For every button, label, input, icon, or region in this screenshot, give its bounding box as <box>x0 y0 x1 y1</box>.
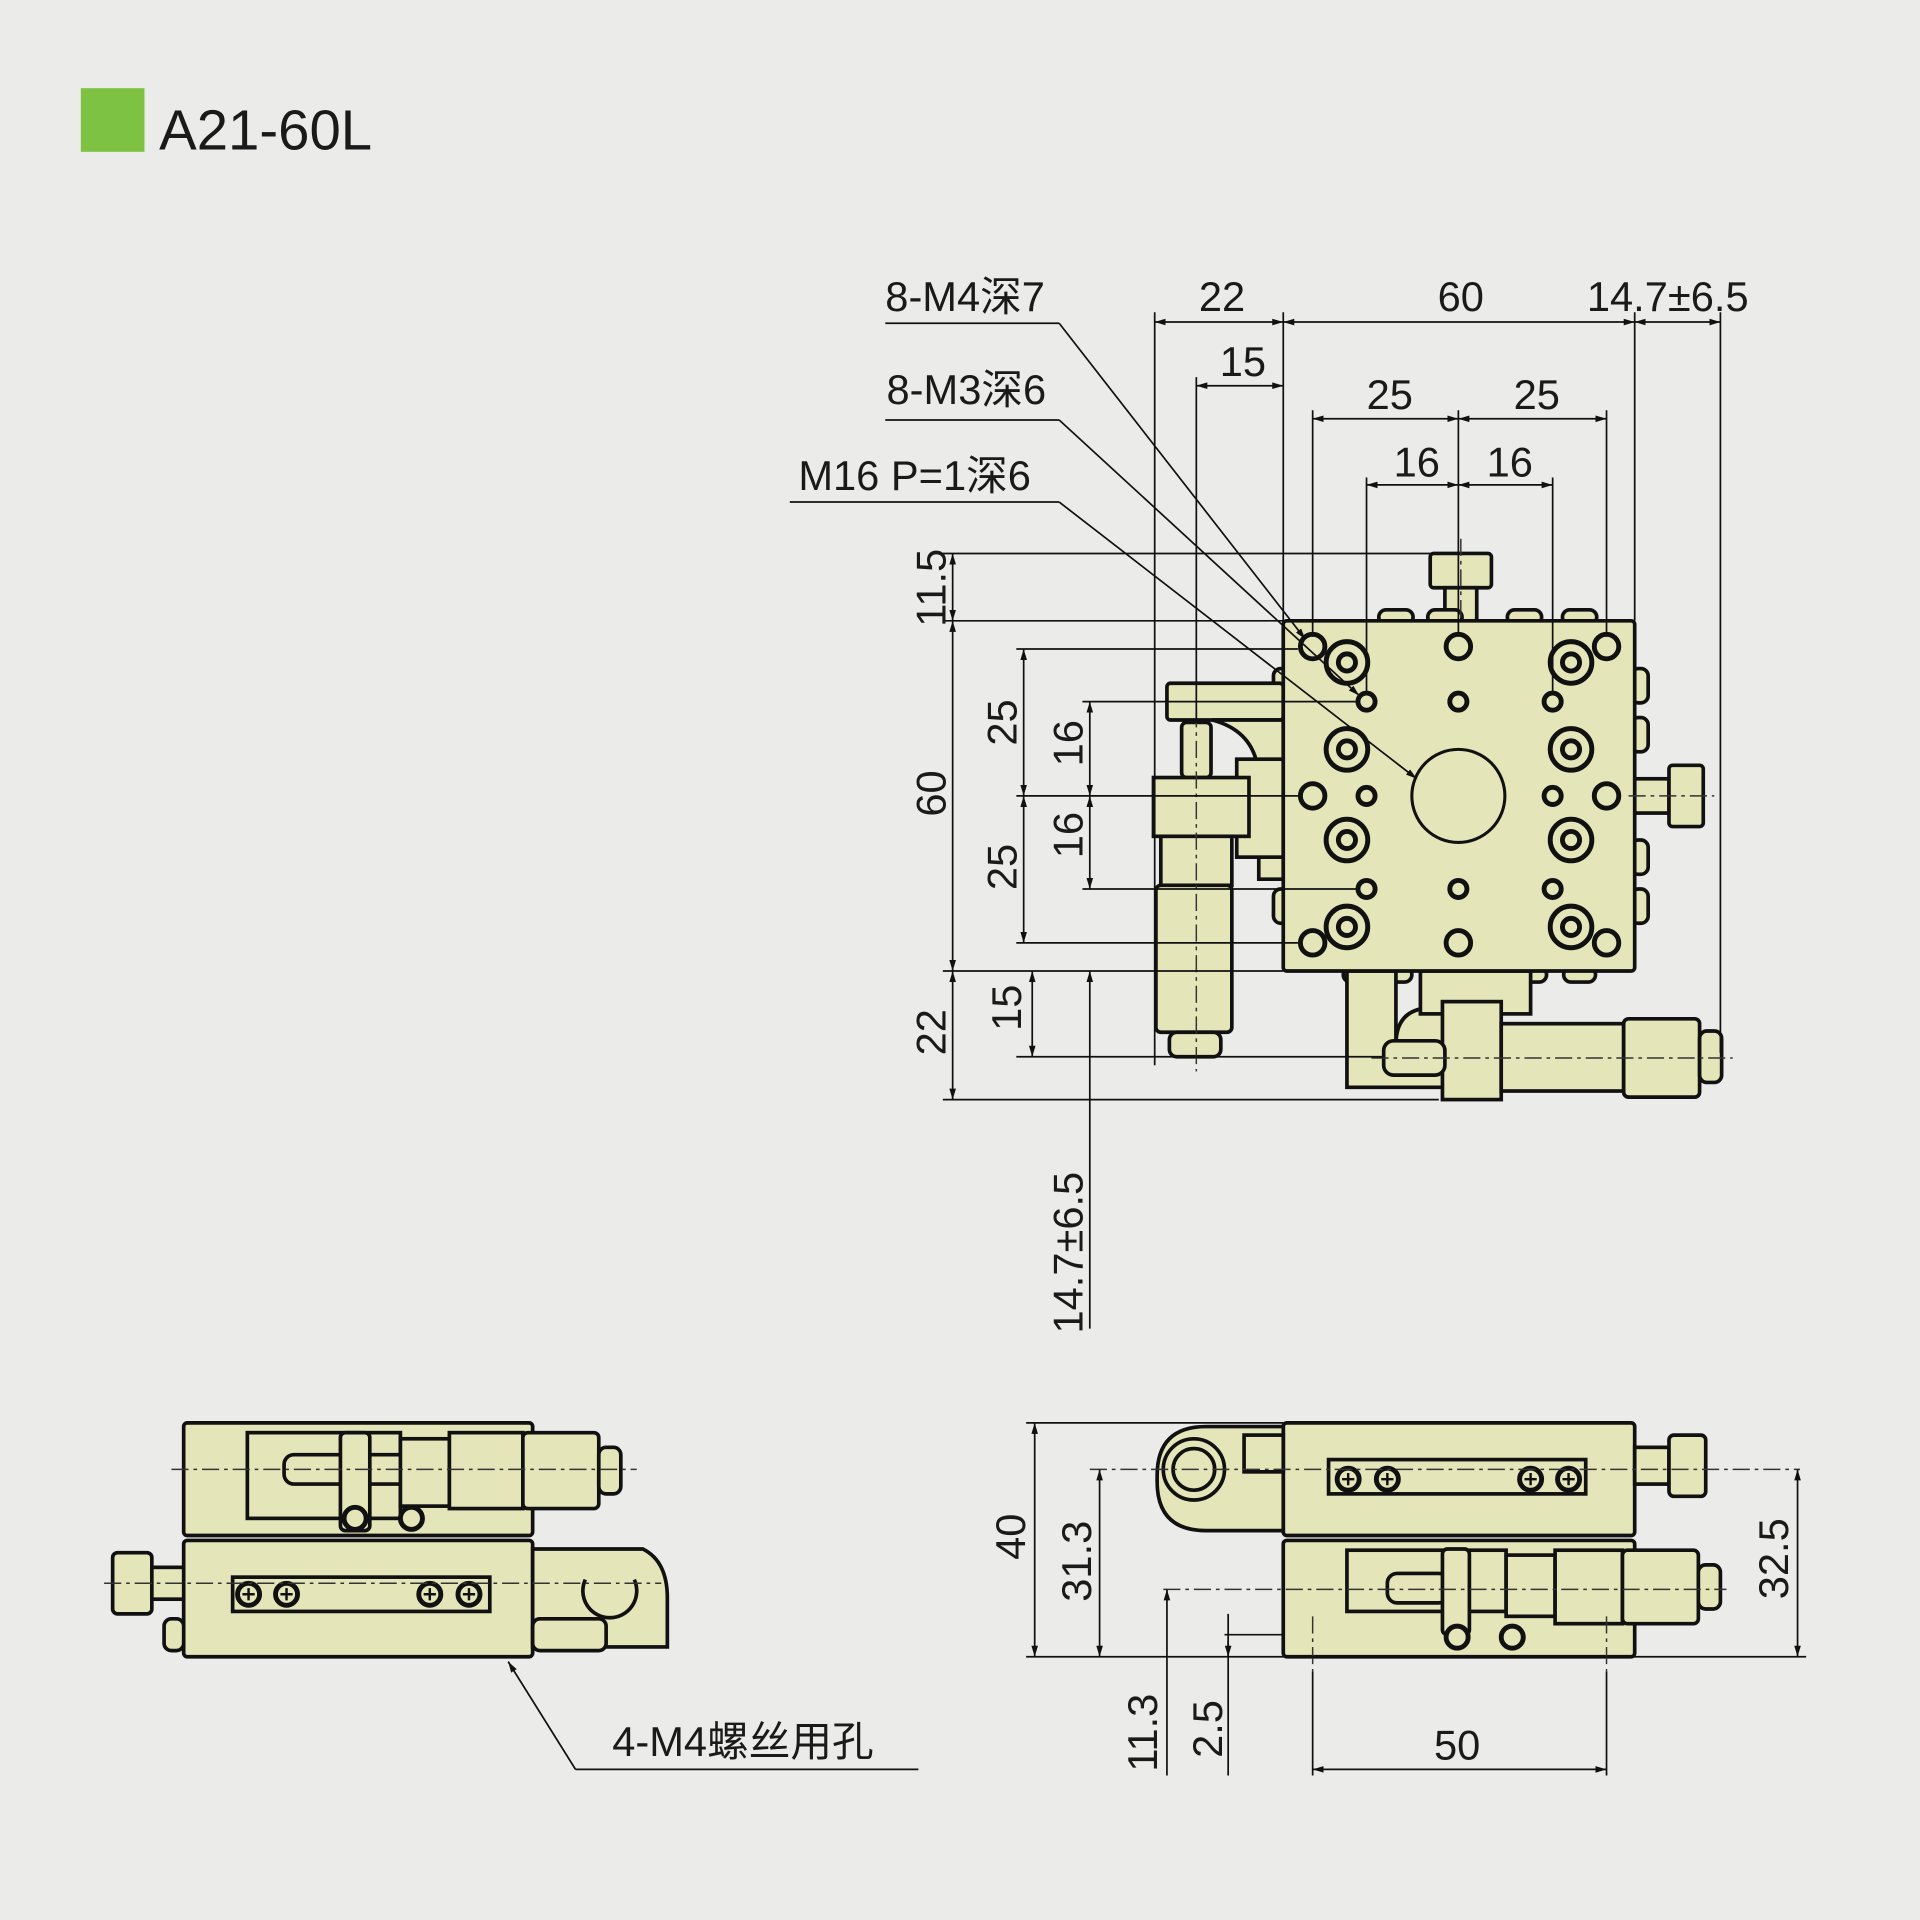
dim-left-60: 60 <box>907 770 954 816</box>
dim-left-11-5: 11.5 <box>907 549 954 627</box>
cross-recess-icon <box>423 1588 436 1601</box>
dim-height-31-3: 31.3 <box>1053 1521 1100 1602</box>
dim-top-60: 60 <box>1438 273 1484 320</box>
callout-m3-holes: 8-M3深6 <box>887 366 1047 413</box>
cross-recess-icon <box>1524 1473 1537 1486</box>
dim-left-25b: 25 <box>978 844 1025 890</box>
m3-hole <box>1355 690 1378 713</box>
dim-left-16a: 16 <box>1044 720 1091 766</box>
cross-recess-icon <box>462 1588 476 1601</box>
title-marker <box>80 88 145 152</box>
m4-hole <box>1591 928 1622 958</box>
dim-top-25b: 25 <box>1514 371 1560 418</box>
dim-height-2-5: 2.5 <box>1184 1700 1231 1758</box>
callout-m16-thread: M16 P=1深6 <box>798 452 1031 499</box>
cross-recess-icon <box>280 1588 293 1601</box>
page-title: A21-60L <box>159 98 372 161</box>
hex-socket-icon <box>1335 828 1358 852</box>
cross-recess-icon <box>1342 1473 1355 1486</box>
dim-top-travel: 14.7±6.5 <box>1587 273 1749 320</box>
m3-hole <box>1541 784 1564 807</box>
dim-top-15: 15 <box>1220 338 1266 385</box>
m4-hole <box>1591 631 1622 662</box>
m3-hole <box>1447 690 1470 713</box>
dim-height-32-5: 32.5 <box>1750 1518 1797 1599</box>
m3-hole <box>1355 877 1378 900</box>
side-view: 4-M4螺丝用孔 <box>104 1421 919 1771</box>
hex-socket-icon <box>1335 738 1358 761</box>
m4-hole <box>1443 928 1474 958</box>
cross-recess-icon <box>242 1588 255 1601</box>
dim-left-25a: 25 <box>978 699 1025 745</box>
dim-height-11-3: 11.3 <box>1119 1694 1166 1772</box>
dim-width-50: 50 <box>1434 1722 1480 1769</box>
dim-left-travel: 14.7±6.5 <box>1044 1172 1091 1334</box>
dim-top-16b: 16 <box>1487 438 1533 485</box>
callout-mounting-holes: 4-M4螺丝用孔 <box>612 1718 873 1765</box>
center-bore <box>1410 747 1507 844</box>
callout-m4-holes: 8-M4深7 <box>885 273 1045 320</box>
hex-socket-icon <box>1335 915 1358 938</box>
hex-socket-icon <box>1560 915 1583 938</box>
dim-left-22: 22 <box>907 1009 954 1055</box>
m3-hole <box>1541 877 1564 900</box>
m3-hole <box>1541 690 1564 713</box>
hex-socket-icon <box>1335 651 1358 674</box>
hex-socket-icon <box>1560 738 1583 761</box>
top-view-dimensions: 8-M4深7 8-M3深6 M16 P=1深6 22 60 14.7±6.5 1… <box>789 273 1749 1334</box>
m4-hole <box>1297 781 1328 811</box>
cross-recess-icon <box>1381 1473 1394 1486</box>
dim-left-15: 15 <box>983 985 1030 1031</box>
dim-top-16a: 16 <box>1394 438 1440 485</box>
dim-height-40: 40 <box>987 1514 1034 1560</box>
m3-hole <box>1355 784 1378 807</box>
front-view: 40 31.3 11.3 2.5 50 32.5 <box>987 1421 1807 1776</box>
dim-top-22: 22 <box>1199 273 1245 320</box>
m4-hole <box>1443 631 1474 662</box>
m4-hole <box>1591 781 1622 811</box>
m4-hole <box>1297 928 1328 958</box>
m3-hole <box>1447 877 1470 900</box>
hex-socket-icon <box>1560 828 1583 852</box>
dim-left-16b: 16 <box>1044 812 1091 858</box>
hex-socket-icon <box>1560 651 1583 674</box>
top-view <box>1151 538 1733 1102</box>
cross-recess-icon <box>1562 1473 1575 1486</box>
dim-top-25a: 25 <box>1367 371 1413 418</box>
